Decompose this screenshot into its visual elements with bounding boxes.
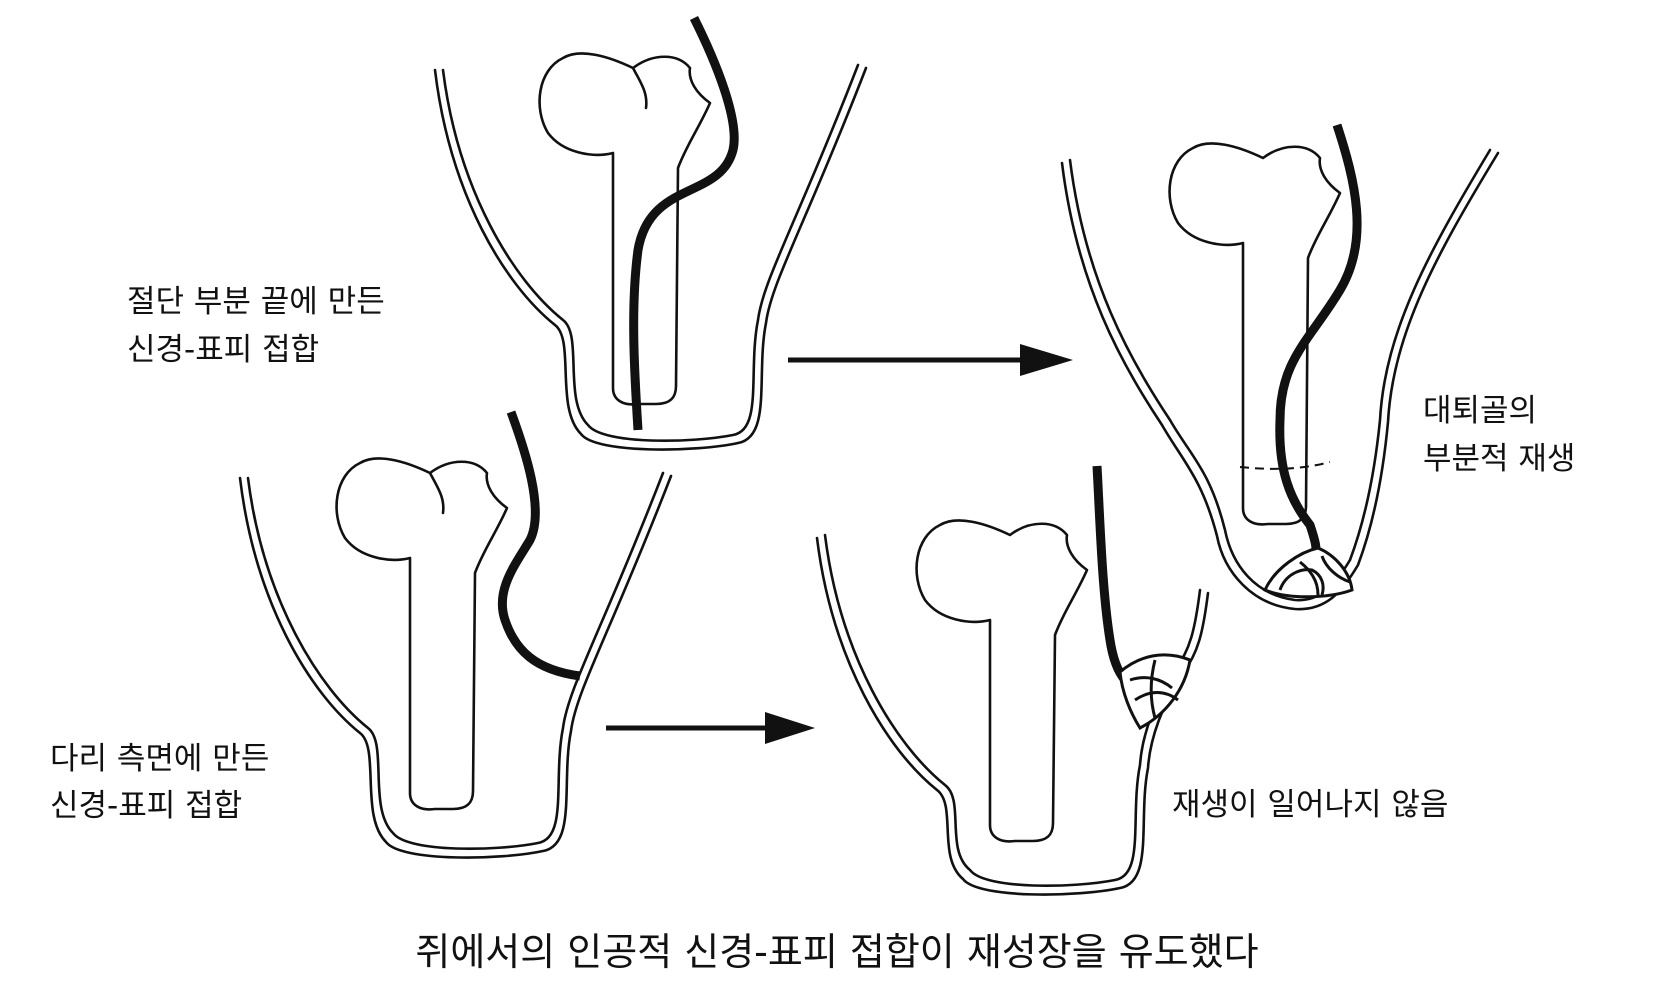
nerve-1 — [629, 15, 739, 431]
femur-3 — [335, 457, 509, 811]
arrow-bottom — [606, 712, 815, 744]
label-partial-line2: 부분적 재생 — [1423, 441, 1575, 477]
label-tip-line1: 절단 부분 끝에 만든 — [127, 284, 385, 320]
nerve-3 — [497, 410, 581, 681]
femur-2 — [1168, 142, 1342, 526]
figure-caption: 쥐에서의 인공적 신경-표피 접합이 재성장을 유도했다 — [415, 930, 1258, 974]
blastema-side — [1118, 653, 1192, 730]
label-no-regeneration: 재생이 일어나지 않음 — [1172, 787, 1448, 823]
label-tip-line2: 신경-표피 접합 — [127, 332, 319, 368]
nerve-4 — [1092, 465, 1129, 683]
panel-lateral-junction — [238, 410, 673, 859]
label-side-line1: 다리 측면에 만든 — [50, 741, 269, 777]
panel-amputation-tip — [433, 15, 868, 451]
label-partial-line1: 대퇴골의 — [1423, 393, 1537, 429]
nerve-2 — [1275, 123, 1362, 562]
blastema-tip — [1262, 546, 1354, 599]
label-side-line2: 신경-표피 접합 — [50, 788, 242, 824]
femur-4 — [915, 519, 1089, 843]
arrow-top — [788, 344, 1073, 376]
panel-partial-regeneration — [1060, 123, 1500, 611]
panel-no-regeneration — [815, 465, 1210, 896]
